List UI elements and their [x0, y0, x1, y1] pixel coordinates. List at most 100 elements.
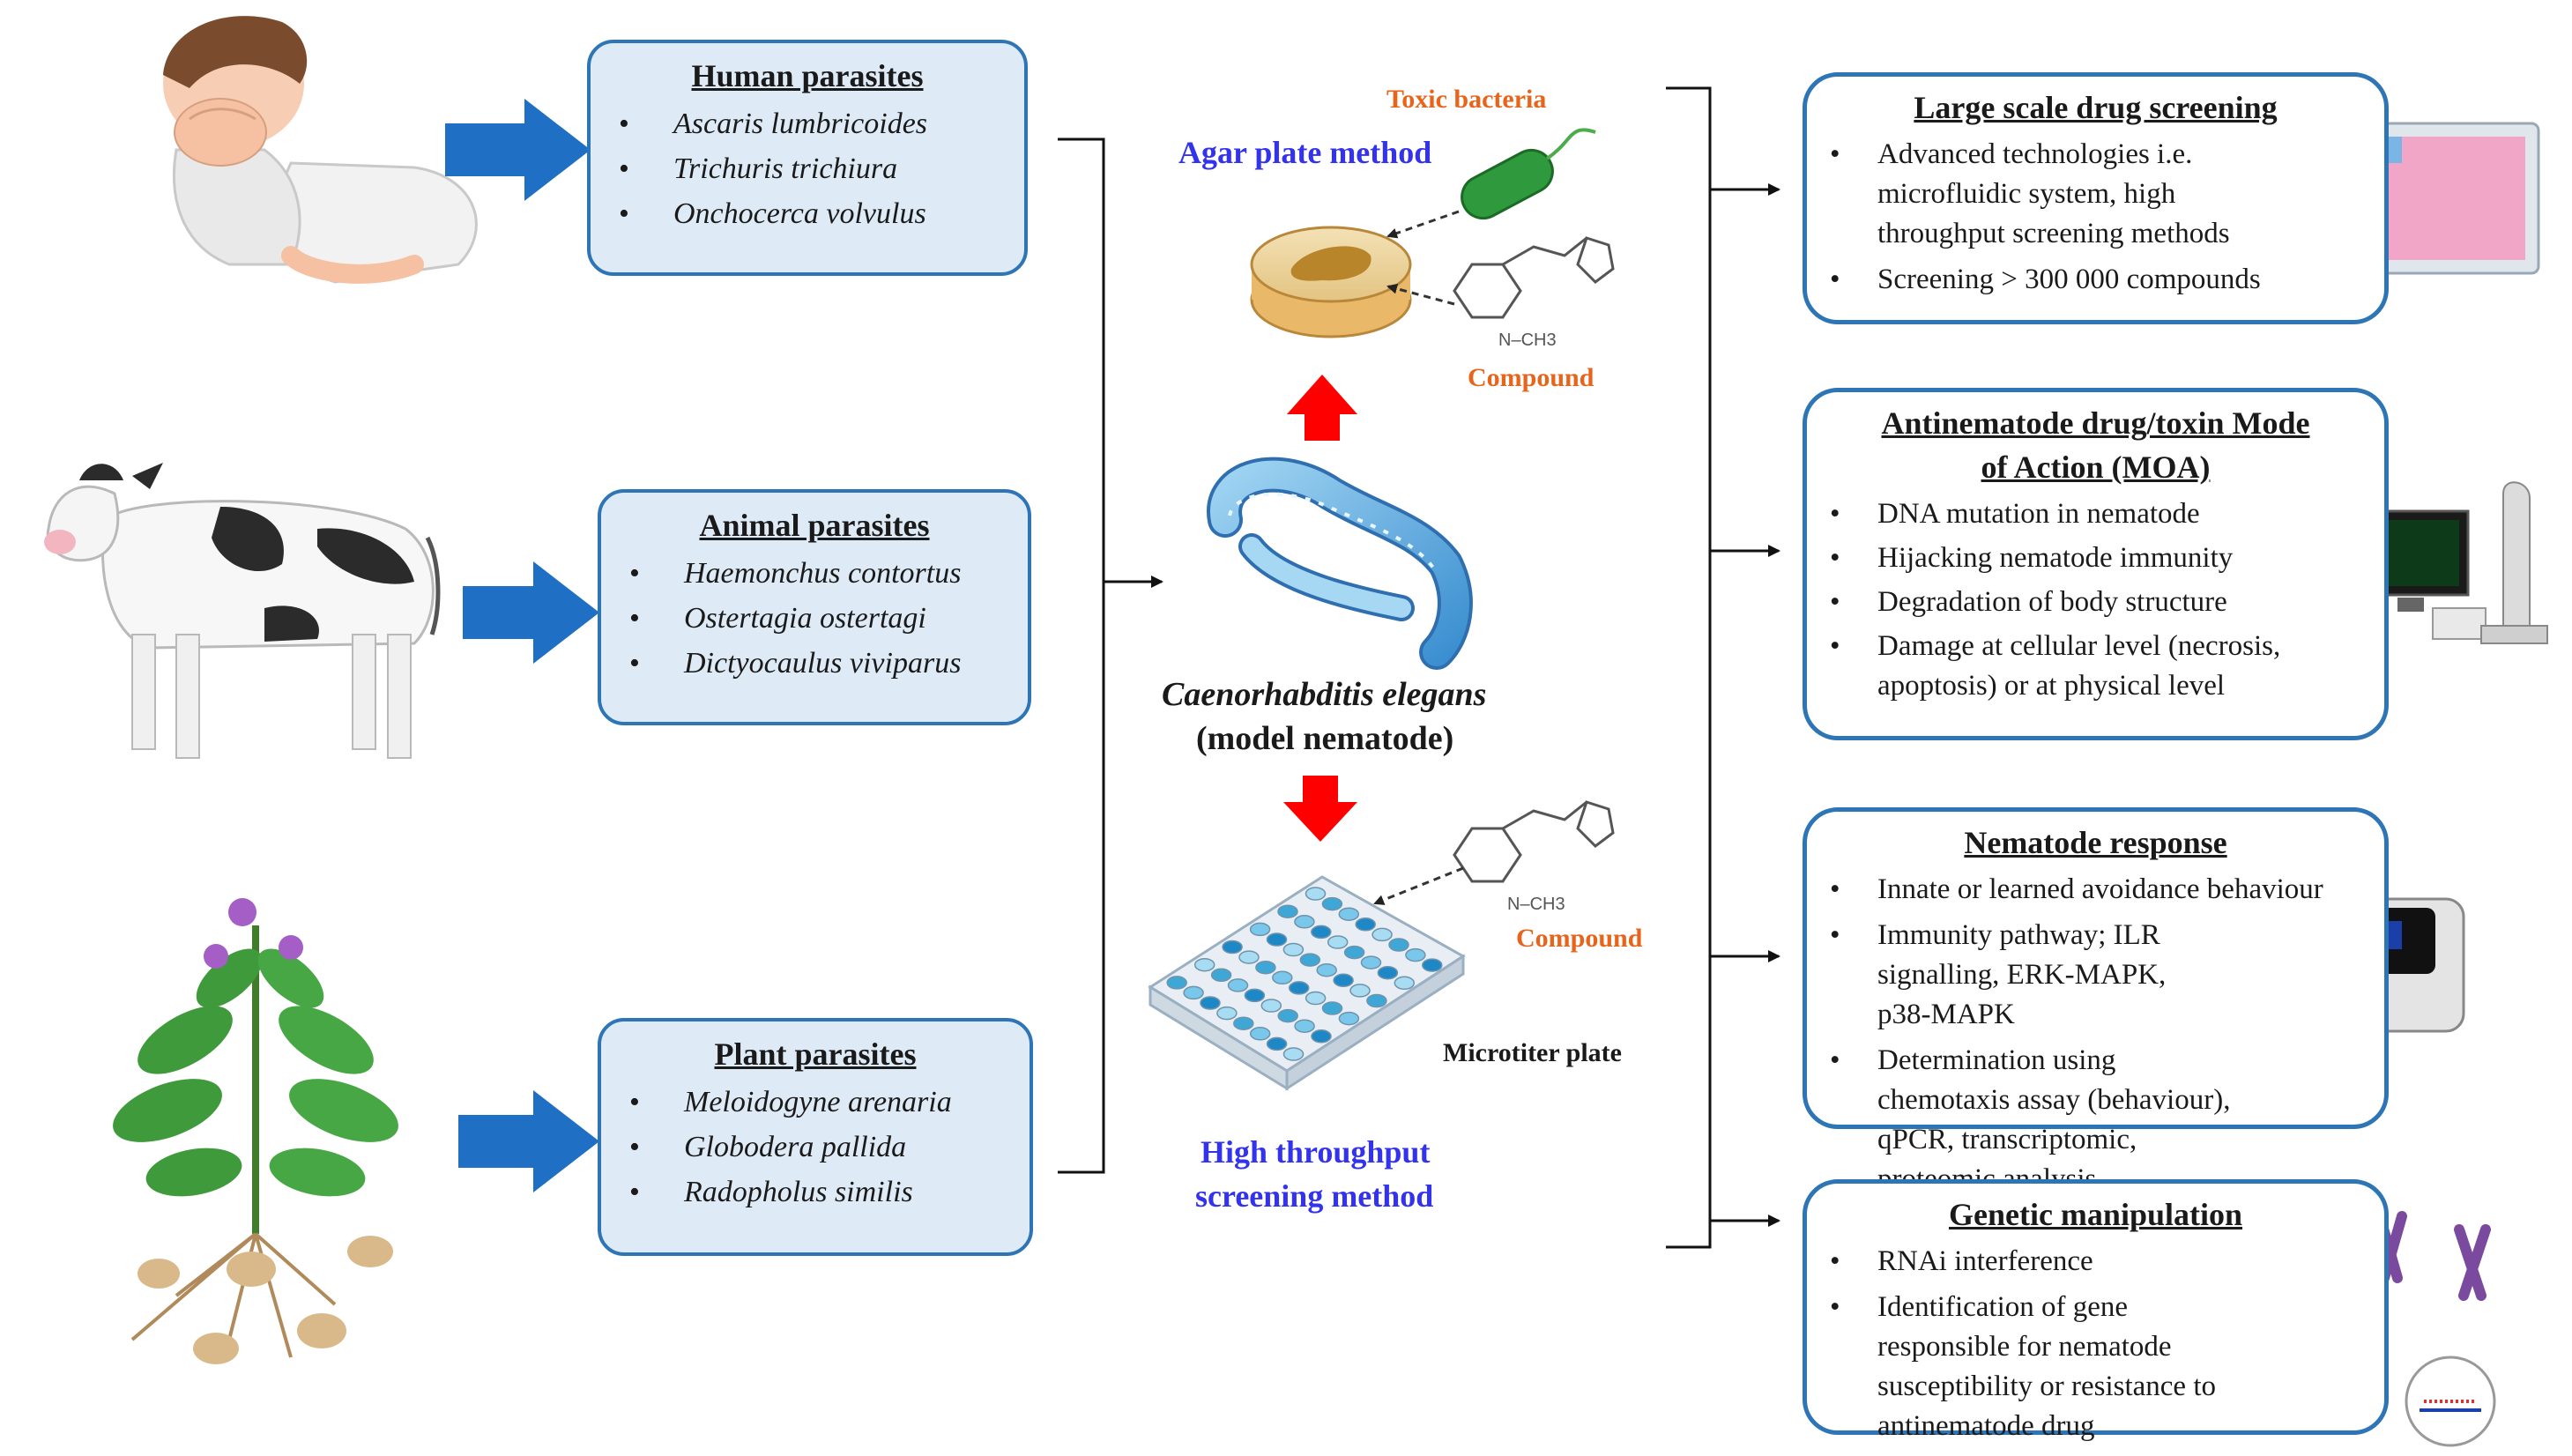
compound-label-top: Compound	[1468, 363, 1594, 392]
animal-blue-arrow	[463, 561, 599, 664]
plate-well	[1210, 968, 1232, 983]
plate-well	[1266, 932, 1288, 947]
plate-well	[1282, 942, 1305, 957]
cow-illustration	[44, 463, 441, 759]
plant-parasites-title: Plant parasites	[714, 1036, 917, 1072]
plate-well	[1338, 1011, 1360, 1026]
human-parasite-item: Trichuris trichiura	[619, 146, 1024, 191]
plate-well	[1371, 927, 1393, 942]
plant-parasite-item: Globodera pallida	[629, 1125, 1030, 1170]
outcome-item: DNA mutation in nematode	[1823, 494, 2323, 534]
genetic-manipulation-box: Genetic manipulation RNAi interference I…	[1803, 1179, 2389, 1442]
animal-parasites-title: Animal parasites	[699, 508, 930, 543]
agar-plate	[1250, 226, 1412, 338]
left-bracket	[1058, 137, 1163, 1174]
mode-of-action-title-line2: of Action (MOA)	[1981, 449, 2211, 485]
outcome-item: Hijacking nematode immunity	[1823, 539, 2323, 578]
plate-well	[1216, 1006, 1238, 1021]
large-scale-screening-box: Large scale drug screening Advanced tech…	[1803, 72, 2389, 324]
outcome-item: Damage at cellular level (necrosis, apop…	[1823, 627, 2323, 706]
animal-parasites-box: Animal parasites Haemonchus contortus Os…	[598, 489, 1031, 725]
chemical-structure-top	[1453, 236, 1615, 319]
plate-well	[1305, 887, 1327, 901]
chem-label-bottom: N–CH3	[1507, 895, 1565, 914]
plate-well	[1238, 950, 1260, 964]
human-parasites-title: Human parasites	[691, 58, 924, 93]
plate-well	[1366, 993, 1387, 1008]
plate-well	[1200, 996, 1221, 1010]
agar-plate-method-label: Agar plate method	[1178, 135, 1432, 170]
plate-well	[1294, 1019, 1315, 1033]
plate-well	[1299, 953, 1321, 967]
plate-well	[1305, 991, 1327, 1006]
plate-well	[1266, 1036, 1288, 1051]
plate-well	[1277, 904, 1298, 918]
hts-method-label-line2: screening method	[1195, 1178, 1434, 1214]
plate-well	[1405, 947, 1426, 962]
right-bracket	[1666, 86, 1780, 1249]
plate-well	[1327, 935, 1349, 949]
plate-well	[1277, 1008, 1298, 1023]
outcome-item: Degradation of body structure	[1823, 583, 2323, 622]
plate-well	[1233, 1016, 1254, 1030]
microtiter-plate-illustration	[1148, 875, 1466, 1091]
plate-well	[1260, 999, 1282, 1013]
plate-well	[1294, 915, 1315, 929]
nematode-illustration	[1207, 457, 1473, 670]
nematode-response-box: Nematode response Innate or learned avoi…	[1803, 807, 2389, 1195]
mode-of-action-title-line1: Antinematode drug/toxin Mode	[1881, 405, 2310, 441]
plate-well	[1394, 976, 1416, 991]
plate-well	[1333, 973, 1354, 988]
outcome-item: Identification of gene responsible for n…	[1823, 1288, 2261, 1446]
plate-well	[1282, 1047, 1305, 1061]
plate-well	[1349, 984, 1371, 998]
chem-label-top: N–CH3	[1498, 331, 1557, 350]
plate-well	[1166, 976, 1187, 990]
chemical-structure-bottom	[1453, 800, 1615, 883]
genetic-manipulation-title: Genetic manipulation	[1948, 1197, 2243, 1232]
plate-well	[1388, 938, 1409, 952]
outcome-item: Determination using chemotaxis assay (be…	[1823, 1041, 2349, 1200]
plant-parasites-box: Plant parasites Meloidogyne arenaria Glo…	[598, 1018, 1033, 1256]
red-up-arrow	[1287, 375, 1357, 441]
plate-well	[1321, 896, 1343, 911]
plate-well	[1360, 955, 1382, 969]
microtiter-plate-label: Microtiter plate	[1443, 1038, 1622, 1067]
animal-parasite-item: Ostertagia ostertagi	[629, 596, 1028, 641]
mode-of-action-box: Antinematode drug/toxin Mode of Action (…	[1803, 388, 2389, 740]
plate-well	[1321, 1001, 1343, 1015]
model-organism-subtitle: (model nematode)	[1196, 720, 1454, 757]
mode-of-action-title: Antinematode drug/toxin Mode of Action (…	[1807, 401, 2384, 489]
outcome-item: Advanced technologies i.e. microfluidic …	[1823, 135, 2278, 254]
compound-label-bottom: Compound	[1516, 924, 1643, 953]
human-blue-arrow	[445, 99, 591, 201]
toxic-bacteria-label: Toxic bacteria	[1386, 85, 1547, 114]
bacterium-icon	[1461, 128, 1596, 220]
human-illustration	[163, 16, 478, 284]
outcome-item: Immunity pathway; ILR signalling, ERK-MA…	[1823, 916, 2349, 1035]
plant-parasite-item: Meloidogyne arenaria	[629, 1080, 1030, 1125]
human-parasites-box: Human parasites Ascaris lumbricoides Tri…	[587, 40, 1028, 276]
microscope-computer-illustration	[2352, 481, 2548, 644]
plate-well	[1377, 965, 1399, 980]
nematode-response-title: Nematode response	[1964, 825, 2227, 860]
plate-well	[1338, 907, 1360, 921]
plate-well	[1244, 988, 1266, 1003]
plate-well	[1355, 917, 1376, 932]
outcome-item: Screening > 300 000 compounds	[1823, 260, 2278, 300]
plate-well	[1316, 962, 1337, 977]
plate-well	[1422, 958, 1443, 972]
plate-well	[1272, 970, 1293, 985]
animal-parasite-item: Dictyocaulus viviparus	[629, 641, 1028, 686]
plant-illustration	[113, 898, 398, 1364]
human-parasite-item: Onchocerca volvulus	[619, 191, 1024, 236]
model-organism-name: Caenorhabditis elegans	[1162, 676, 1487, 713]
outcome-item: Innate or learned avoidance behaviour	[1823, 870, 2349, 910]
plate-well	[1255, 960, 1276, 975]
plate-well	[1311, 925, 1332, 940]
plate-well	[1311, 1029, 1332, 1044]
red-down-arrow	[1283, 776, 1357, 842]
animal-parasite-item: Haemonchus contortus	[629, 551, 1028, 596]
